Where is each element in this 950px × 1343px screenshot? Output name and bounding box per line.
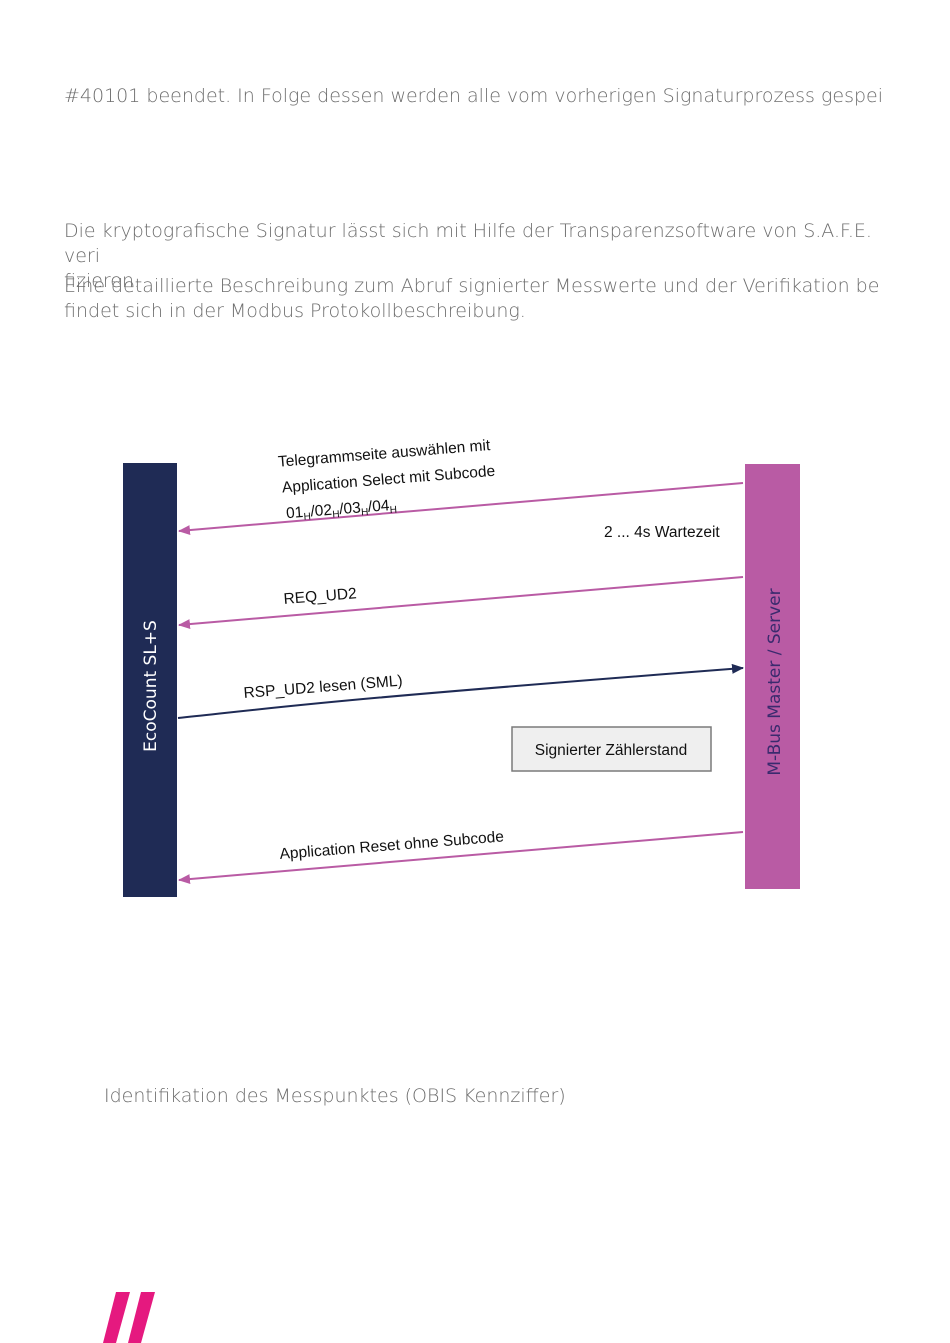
p3-line1: Eine detaillierte Beschreibung zum Abruf…: [64, 275, 880, 297]
arrow-req-ud2: [178, 576, 744, 630]
paragraph-modbus-reference: Eine detaillierte Beschreibung zum Abruf…: [64, 274, 884, 324]
right-lifeline-bar: [745, 464, 800, 889]
paragraph-signature-end: #40101 beendet. In Folge dessen werden a…: [64, 85, 884, 107]
right-bar-label: M-Bus Master / Server: [765, 588, 785, 775]
p3-line2: findet sich in der Modbus Protokollbesch…: [64, 300, 526, 322]
arrow-rsp-ud2: [177, 663, 744, 719]
paragraph-obis-identification: Identifikation des Messpunktes (OBIS Ken…: [104, 1085, 566, 1107]
msg1-line3: 01H/02H/03H/04H: [285, 497, 397, 525]
signed-reading-label: Signierter Zählerstand: [535, 742, 688, 759]
subscript-h3: H: [361, 507, 369, 519]
subscript-h4: H: [389, 505, 397, 517]
wait-time-label: 2 ... 4s Wartezeit: [604, 524, 720, 541]
subcode-04: /04: [367, 497, 390, 516]
subcode-01: 01: [285, 504, 304, 522]
arrow-application-reset: [178, 831, 744, 885]
subscript-h1: H: [303, 511, 311, 523]
p2-line2: fizieren.: [64, 270, 141, 292]
left-lifeline-bar: [123, 463, 177, 897]
subscript-h2: H: [332, 509, 340, 521]
signed-reading-box: [511, 726, 712, 772]
subcode-02: /02: [310, 502, 333, 521]
p2-line1: Die kryptografische Signatur lässt sich …: [64, 220, 872, 267]
msg-req-ud2-label: REQ_UD2: [283, 585, 357, 608]
left-bar-label: EcoCount SL+S: [141, 620, 161, 752]
brand-logo-icon: [103, 1292, 155, 1343]
msg-application-select-label: Telegrammseite auswählen mit Application…: [277, 437, 495, 525]
subcode-03: /03: [339, 499, 362, 518]
arrow-application-select: [178, 482, 744, 536]
msg-application-reset-label: Application Reset ohne Subcode: [279, 828, 505, 863]
paragraph-transparency-software: Die kryptografische Signatur lässt sich …: [64, 219, 884, 294]
